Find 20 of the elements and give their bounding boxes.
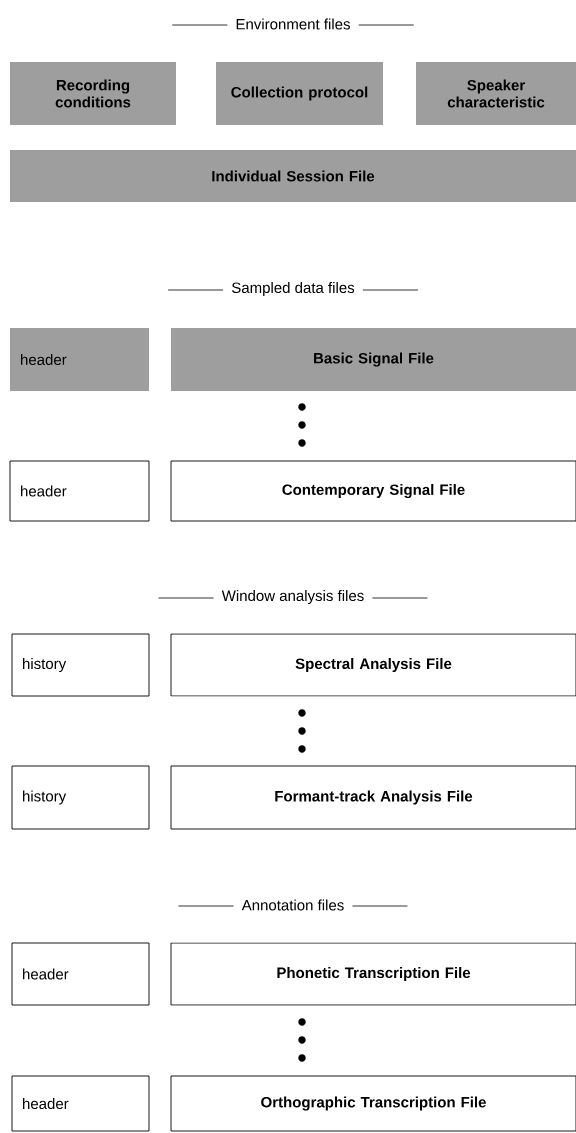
header-box: history [11,633,150,697]
file-box: Speaker characteristic [416,62,576,125]
header-box: header [11,942,150,1006]
file-box: Orthographic Transcription File [170,1075,576,1132]
file-box: Phonetic Transcription File [170,942,576,1006]
file-box: Formant-track Analysis File [170,765,576,830]
section-heading: Annotation files [241,899,344,911]
section-heading: Window analysis files [221,590,364,604]
file-box: Recording conditions [10,62,176,125]
file-box: Contemporary Signal File [170,460,576,522]
file-box: Basic Signal File [171,328,576,391]
file-box: Collection protocol [216,62,383,125]
header-box: header [11,1075,150,1132]
header-box: header [9,460,150,522]
header-box: history [11,765,150,830]
header-box: header [10,328,149,391]
section-heading: Sampled data files [231,282,355,296]
section-heading: Environment files [236,18,350,30]
file-box: Individual Session File [10,150,576,202]
file-box: Spectral Analysis File [170,633,576,697]
